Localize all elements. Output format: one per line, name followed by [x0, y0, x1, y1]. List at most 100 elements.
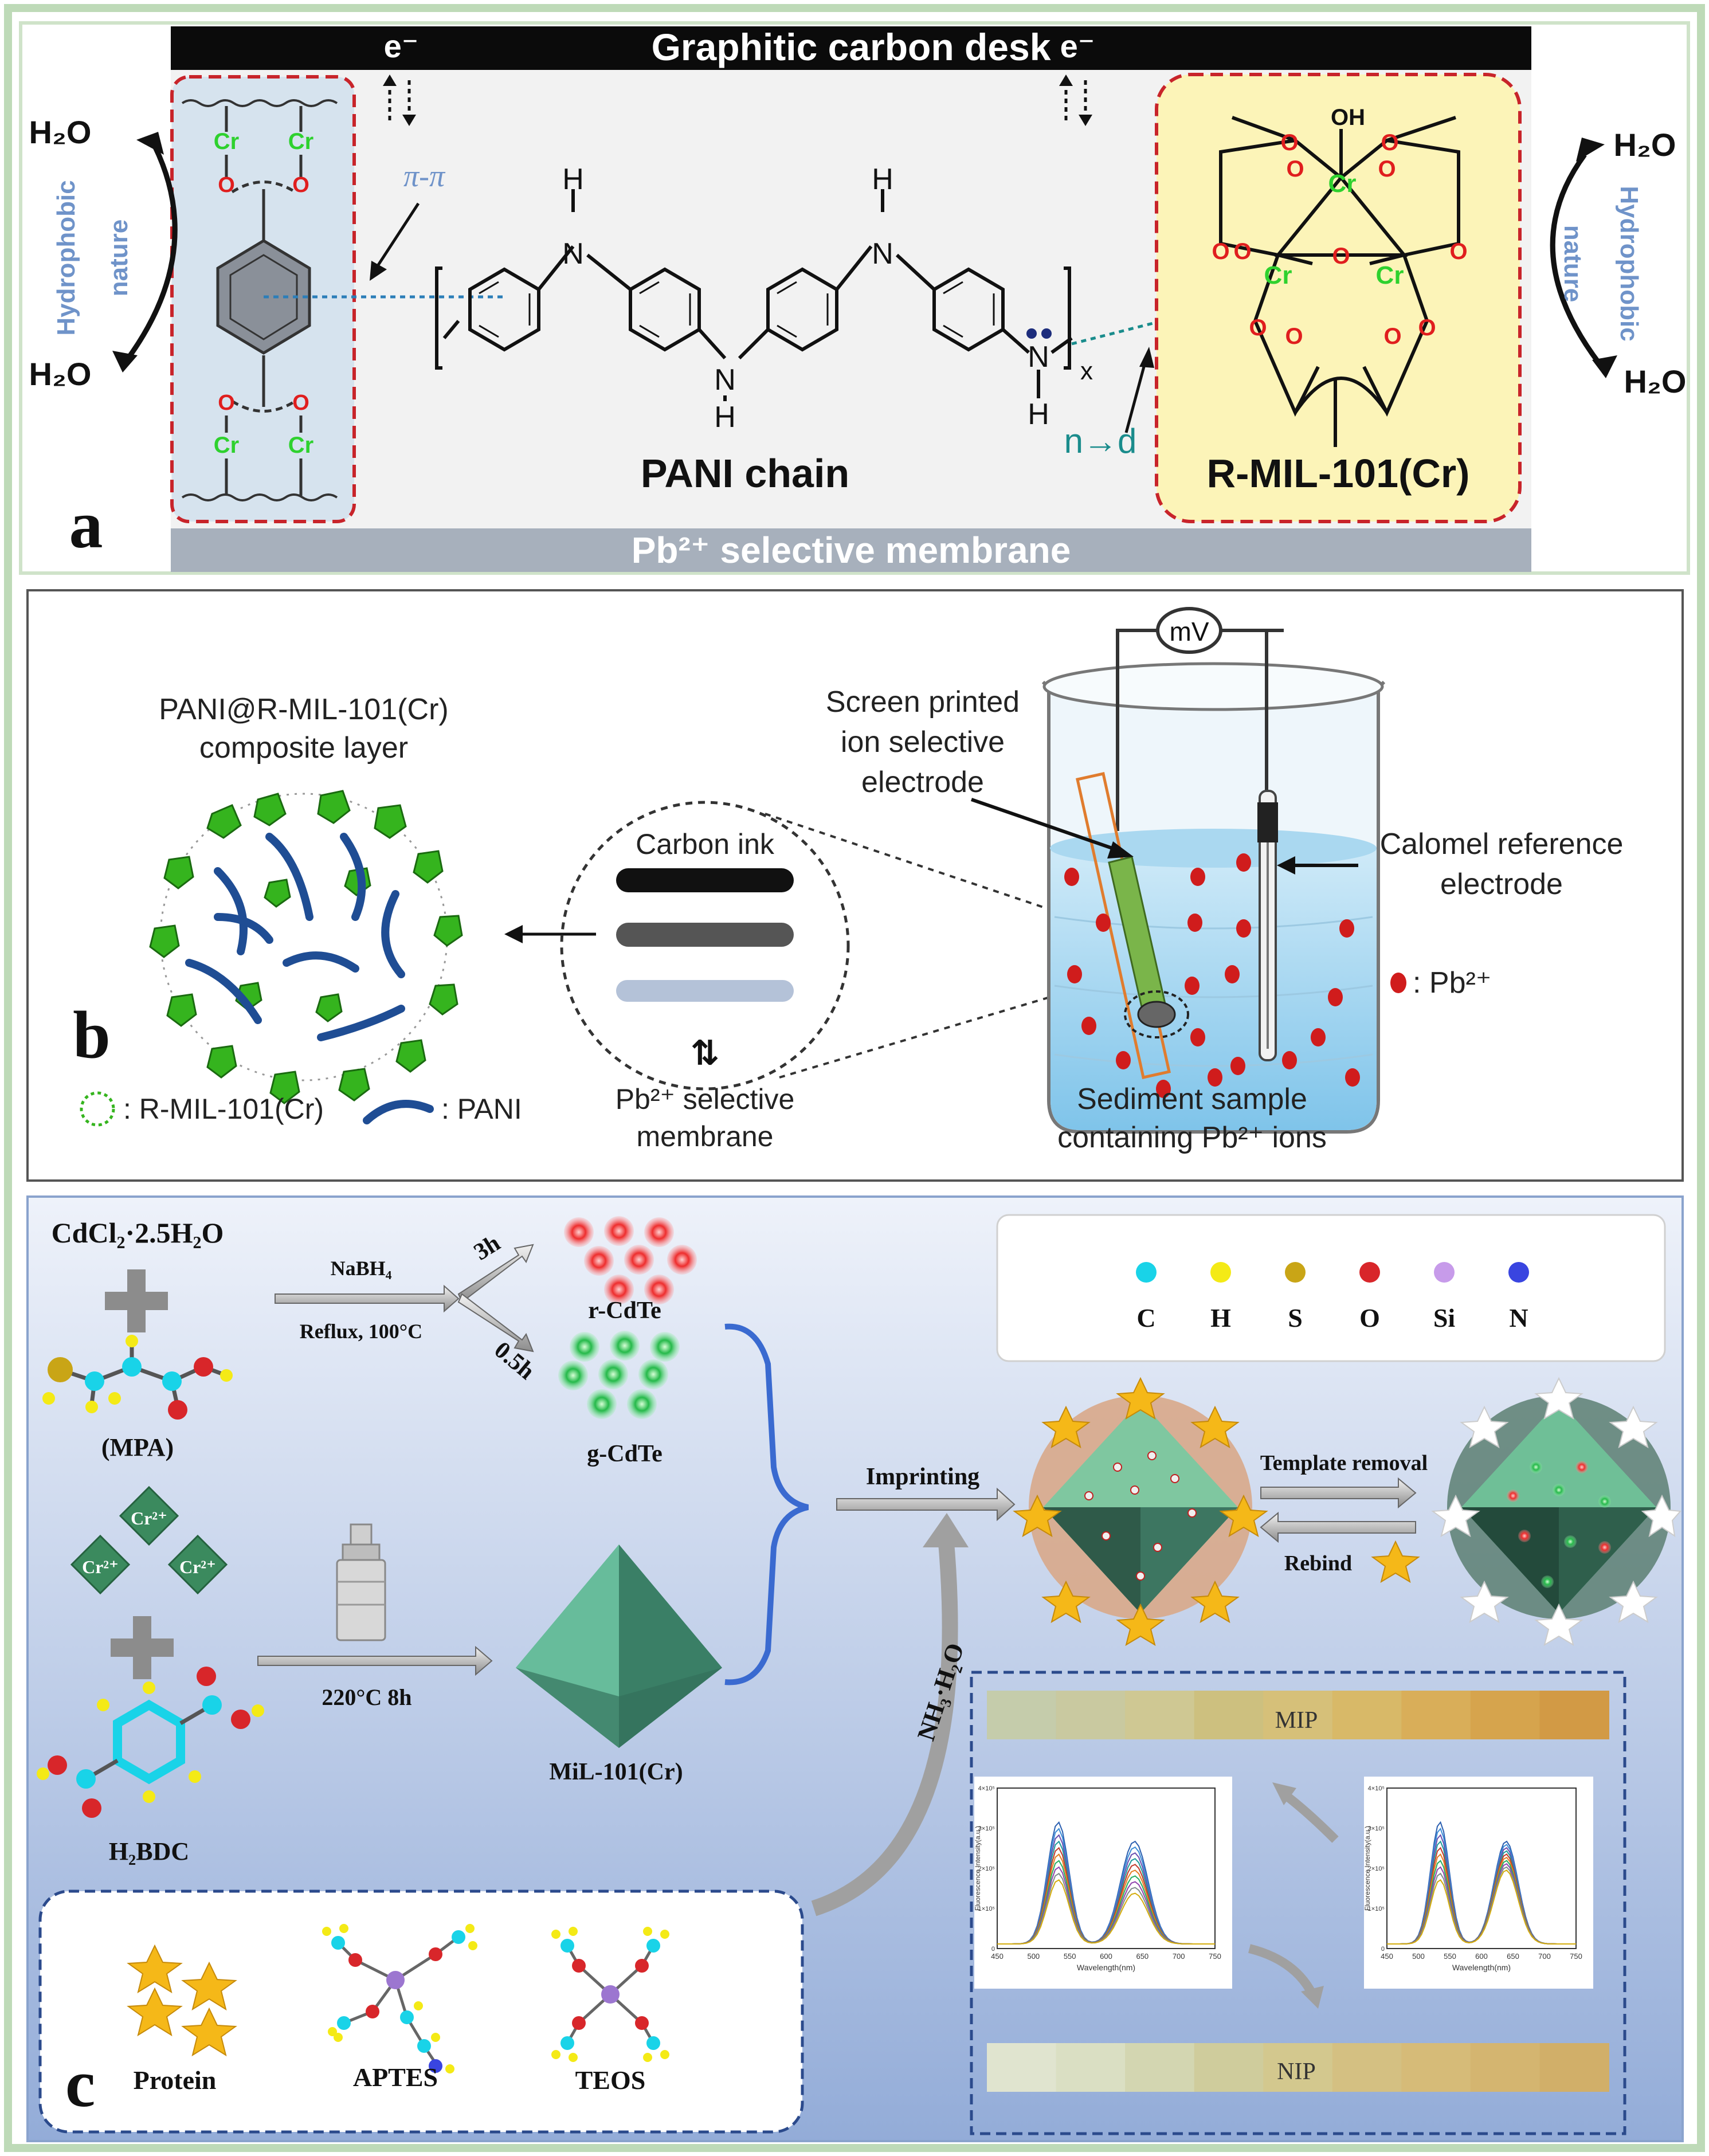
graphitic-carbon-bar — [171, 26, 1531, 70]
mof-o-3: O — [1286, 156, 1304, 182]
plotLeft-xlabel: Wavelength(nm) — [1077, 1963, 1135, 1972]
plotRight-xlabel: Wavelength(nm) — [1452, 1963, 1511, 1972]
mipStrip-cell — [1125, 1691, 1195, 1739]
panel-c: CdCl₂·2.5H₂O (MPA) NaBH₄ Reflux, 100°C 3… — [26, 1195, 1684, 2142]
plotLeft-xtick: 550 — [1064, 1952, 1076, 1961]
nabh4-arrow — [275, 1284, 460, 1313]
composite-title-2: composite layer — [199, 731, 408, 765]
legend-label-o: O — [1359, 1303, 1380, 1332]
template-removal-label: Template removal — [1260, 1451, 1428, 1475]
mof-box — [1155, 73, 1522, 523]
h2o-left-bottom: H₂O — [29, 356, 92, 392]
legend-atom-s — [1285, 1262, 1306, 1283]
legend-label-s: S — [1288, 1303, 1303, 1332]
electrode-pointer-head — [1107, 841, 1134, 859]
electrode-pointer — [971, 798, 1121, 853]
mof-o-9: O — [1249, 315, 1267, 340]
electron-left: e⁻ — [384, 28, 419, 64]
carbon-ink-label: Carbon ink — [636, 828, 775, 860]
nip-color-strip — [987, 2043, 1609, 2092]
hydrophobic-left-2: nature — [105, 219, 133, 296]
legend-label-si: Si — [1433, 1303, 1456, 1332]
nipStrip-cell — [1539, 2043, 1609, 2092]
composite-title-1: PANI@R-MIL-101(Cr) — [159, 693, 448, 726]
hydrophobic-arrowhead-right-bottom — [1592, 355, 1617, 378]
template-removal-arrow — [1260, 1477, 1417, 1509]
conditions-label: 220°C 8h — [322, 1684, 411, 1710]
mip-particle — [1013, 1377, 1268, 1647]
pani-h-1: H — [562, 163, 584, 196]
nip-arrowhead — [1301, 1986, 1324, 2009]
selective-membrane-label: Pb²⁺ selective membrane — [632, 530, 1071, 571]
composite-arrowhead — [504, 925, 523, 943]
plotLeft-ytick: 4×10⁵ — [978, 1785, 995, 1792]
teos-molecule — [551, 1927, 669, 2062]
h2o-right-top: H₂O — [1614, 127, 1676, 163]
pani-subscript-x: x — [1080, 357, 1093, 385]
linker-wave-bottom — [181, 493, 338, 501]
mipStrip-cell — [1263, 1691, 1333, 1739]
legend-label-c: C — [1136, 1303, 1155, 1332]
plotLeft-bg — [974, 1777, 1232, 1989]
calomel-cap — [1257, 802, 1278, 842]
protein-label: Protein — [134, 2065, 217, 2095]
plotRight-xtick: 600 — [1475, 1952, 1488, 1961]
lone-pair-2 — [1041, 328, 1052, 339]
mipStrip-cell — [1401, 1691, 1471, 1739]
pb-legend-label: : Pb²⁺ — [1413, 966, 1491, 999]
hydrophobic-right-2: nature — [1559, 225, 1587, 302]
nipStrip-cell — [1332, 2043, 1402, 2092]
linker-cr-1: Cr — [214, 129, 239, 154]
mpa-label: (MPA) — [101, 1433, 174, 1461]
panel-b-label: b — [73, 997, 111, 1072]
nipStrip-cell — [1263, 2043, 1333, 2092]
protein-icon — [127, 1944, 237, 2057]
pb-ions — [1064, 853, 1360, 1098]
up-down-arrow-icon: ⇅ — [691, 1034, 719, 1072]
electrode-strip-outline — [1076, 772, 1171, 1079]
panel-a: Graphitic carbon desk Pb²⁺ selective mem… — [19, 21, 1690, 575]
linker-benzene-inner — [229, 254, 298, 340]
electrode-label-2: ion selective — [841, 726, 1005, 759]
beaker-rim — [1042, 662, 1384, 711]
pani-h-4: H — [1028, 398, 1049, 431]
plotRight-xtick: 750 — [1570, 1952, 1582, 1961]
n-d-pointer — [1124, 358, 1148, 433]
sediment-label-1: Sediment sample — [1077, 1083, 1307, 1116]
electrode-label-1: Screen printed — [826, 685, 1020, 719]
calomel-label-1: Calomel reference — [1380, 828, 1624, 861]
reflux-label: Reflux, 100°C — [300, 1320, 422, 1343]
carbon-ink-layer — [616, 868, 794, 892]
calomel-pointer-head — [1277, 856, 1295, 875]
legend-atom-si — [1434, 1262, 1455, 1283]
plotRight-ytick: 3×10⁵ — [1368, 1825, 1385, 1832]
membrane-caption-2: membrane — [637, 1120, 774, 1153]
linker-o-4: O — [292, 391, 309, 415]
lone-pair-1 — [1026, 328, 1037, 339]
linker-o-1: O — [218, 173, 235, 197]
selective-membrane-bar — [171, 528, 1531, 572]
h2bdc-molecule — [37, 1667, 264, 1818]
imprinted-particle — [1431, 1377, 1682, 1647]
pi-pi-label: π-π — [403, 159, 446, 193]
cr-ion-2: Cr²⁺ — [82, 1557, 119, 1577]
nipStrip-cell — [1056, 2043, 1126, 2092]
membrane-layer-bar — [616, 980, 794, 1002]
mip-color-strip — [987, 1691, 1609, 1739]
legend-atom-h — [1210, 1262, 1231, 1283]
plotLeft-ytick: 0 — [991, 1946, 995, 1953]
nip-arrow — [1248, 1944, 1317, 1997]
hydrophobic-arrowhead-right-top — [1576, 138, 1605, 162]
plus-icon-1 — [105, 1269, 168, 1332]
cr-ion-1: Cr²⁺ — [131, 1508, 167, 1528]
r-cdte-cluster — [564, 1216, 697, 1304]
panel-a-label: a — [69, 487, 103, 562]
imprinting-arrow — [836, 1487, 1016, 1522]
electron-arrows-left — [388, 80, 411, 120]
panel-b: PANI@R-MIL-101(Cr) composite layer — [26, 589, 1684, 1182]
mof-clusters — [149, 790, 463, 1104]
mof-cr-top: Cr — [1328, 170, 1357, 198]
mipStrip-cell — [1470, 1691, 1541, 1739]
electron-right: e⁻ — [1060, 28, 1095, 64]
